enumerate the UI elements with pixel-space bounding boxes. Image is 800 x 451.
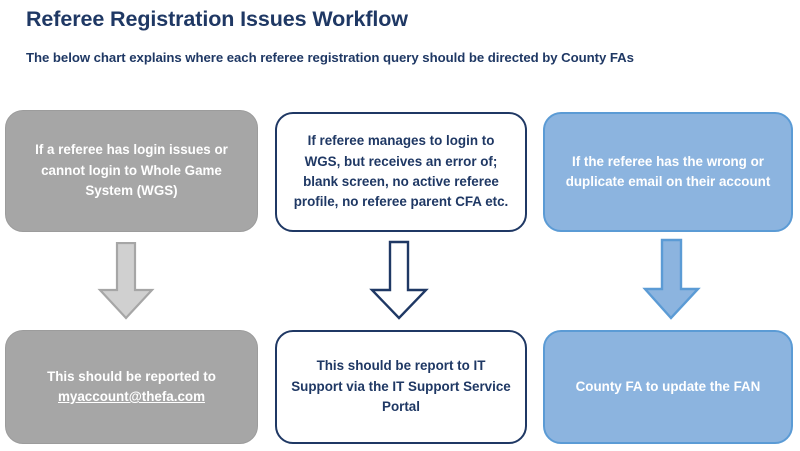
flow-node-wrong-email-text: If the referee has the wrong or duplicat… [565, 153, 771, 189]
flow-node-wrong-email: If the referee has the wrong or duplicat… [543, 112, 793, 232]
page-title: Referee Registration Issues Workflow [26, 7, 408, 31]
myaccount-email-link[interactable]: myaccount@thefa.com [58, 389, 205, 404]
flow-node-login-issues: If a referee has login issues or cannot … [5, 110, 258, 232]
flow-node-it-support-text: This should be report to IT Support via … [291, 358, 511, 415]
flow-node-it-support: This should be report to IT Support via … [275, 330, 527, 444]
flow-node-report-email: This should be reported to myaccount@the… [5, 330, 258, 444]
flow-node-report-email-text: This should be reported to myaccount@the… [20, 367, 243, 408]
flow-node-update-fan-text: County FA to update the FAN [575, 378, 761, 394]
down-arrow-gray-icon [97, 242, 155, 320]
flow-node-wgs-error-text: If referee manages to login to WGS, but … [293, 133, 509, 210]
flow-node-wgs-error: If referee manages to login to WGS, but … [275, 112, 527, 232]
report-email-prefix: This should be reported to [47, 368, 216, 384]
down-arrow-blue-icon [642, 238, 701, 320]
down-arrow-outline-icon [369, 240, 429, 320]
flow-node-update-fan: County FA to update the FAN [543, 330, 793, 444]
page-subtitle: The below chart explains where each refe… [26, 50, 634, 65]
flow-node-login-issues-text: If a referee has login issues or cannot … [35, 142, 228, 199]
